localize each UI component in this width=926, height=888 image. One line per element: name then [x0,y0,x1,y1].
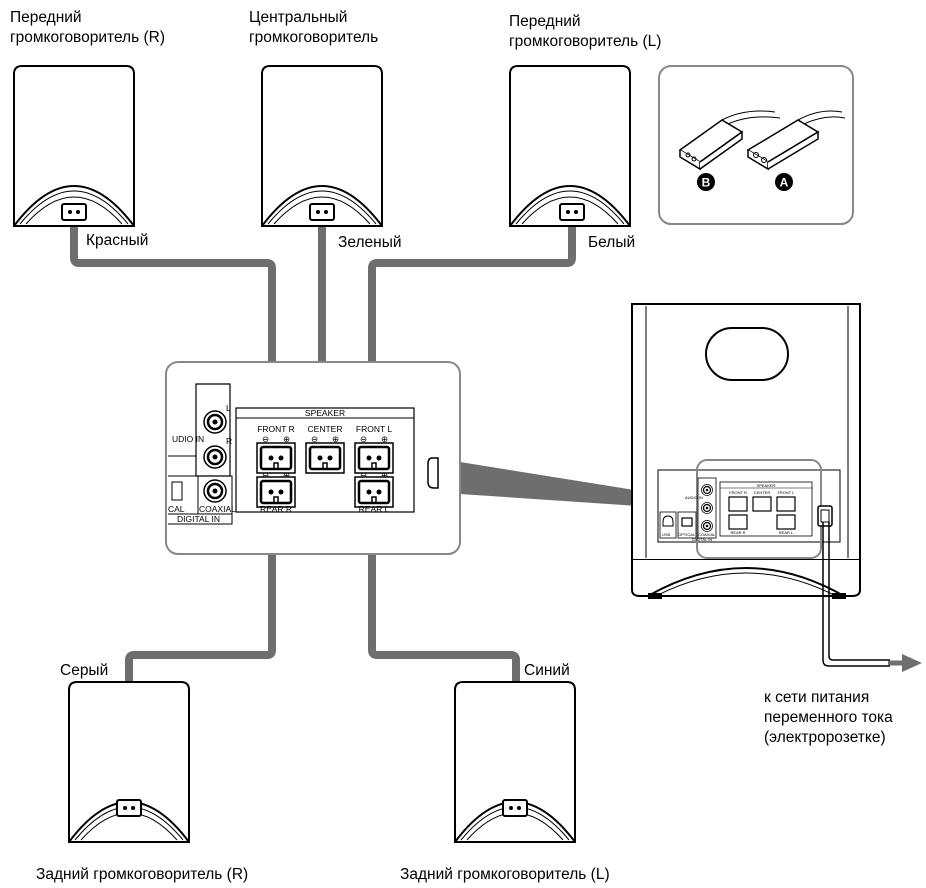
audio-in-r-label: R [226,436,232,446]
mini-rear-l-label: REAR L [779,530,794,535]
rear-r-terminal [255,475,297,509]
front-l-terminal [353,441,395,475]
plus-sign: ⊕ [283,434,290,444]
arrow-right-icon [902,654,922,672]
plus-sign: ⊕ [381,470,388,480]
front-left-speaker [509,65,631,227]
front-l-label: FRONT L [356,424,392,434]
rear-l-label: REAR L [359,504,390,514]
coaxial-label: COAXIAL [199,504,236,514]
mini-coaxial-label: COAXIAL [698,532,716,537]
rear-l-terminal [353,475,395,509]
minus-sign: ⊖ [262,434,269,444]
marker-a-text: A [780,176,789,190]
mini-usb-label: USB [662,532,671,537]
plus-sign: ⊕ [283,470,290,480]
connector-detail-box: B A [658,65,854,225]
speaker-label: SPEAKER [305,408,345,418]
label-ac-outlet: к сети питания переменного тока (электро… [764,689,893,746]
mini-audio-in-label: AUDIO IN [685,495,703,500]
audio-in-l-label: L [226,403,231,413]
center-label: CENTER [308,424,343,434]
plug-b-illustration [678,110,781,171]
audio-in-label: UDIO IN [172,434,204,444]
speaker-cables [70,220,576,800]
optical-label: CAL [168,504,185,514]
center-speaker [261,65,383,227]
mini-speaker-label: SPEAKER [757,483,776,488]
minus-sign: ⊖ [311,434,318,444]
minus-sign: ⊖ [360,470,367,480]
mini-front-l-label: FRONT L [777,490,795,495]
rear-right-speaker [68,681,190,843]
subwoofer-unit: USB OPTICAL AUDIO IN COAXIAL DIGITAL IN … [631,303,861,599]
marker-a [775,173,793,191]
plug-a-illustration [746,110,846,171]
mini-optical-label: OPTICAL [678,532,696,537]
rear-panel-enlarged: L R UDIO IN CAL COAXIAL DIGITAL IN SPEAK… [165,361,461,555]
front-r-label: FRONT R [257,424,295,434]
cable-color-blue: Синий [524,662,570,679]
center-terminal [304,441,346,475]
rear-left-speaker [454,681,576,843]
rear-r-label: REAR R [260,504,292,514]
label-rear-right-speaker: Задний громкоговоритель (R) [36,866,249,883]
minus-sign: ⊖ [360,434,367,444]
label-front-left-speaker: Передний громкоговоритель (L) [509,13,662,50]
cable-color-white: Белый [588,234,636,251]
cable-front-right [70,220,276,450]
minus-sign: ⊖ [262,470,269,480]
mini-rear-r-label: REAR R [730,530,745,535]
label-front-right-speaker: Передний громкоговоритель (R) [10,9,165,46]
plus-sign: ⊕ [332,434,339,444]
power-cord [822,522,922,672]
cable-rear-right [125,490,276,800]
digital-in-label: DIGITAL IN [177,514,220,524]
cable-rear-left [368,490,520,800]
cable-front-left [368,220,576,450]
cable-color-gray: Серый [60,662,109,679]
mini-front-r-label: FRONT R [729,490,747,495]
marker-b-text: B [702,176,711,190]
label-rear-left-speaker: Задний громкоговоритель (L) [400,866,610,883]
label-center-speaker: Центральный громкоговоритель [249,9,379,46]
front-right-speaker [13,65,135,227]
plus-sign: ⊕ [381,434,388,444]
cable-color-red: Красный [86,232,149,249]
mini-center-label: CENTER [754,490,771,495]
front-r-terminal [255,441,297,475]
mini-digital-in-label: DIGITAL IN [692,537,712,542]
cable-color-green: Зеленый [338,234,402,251]
marker-b [697,173,715,191]
